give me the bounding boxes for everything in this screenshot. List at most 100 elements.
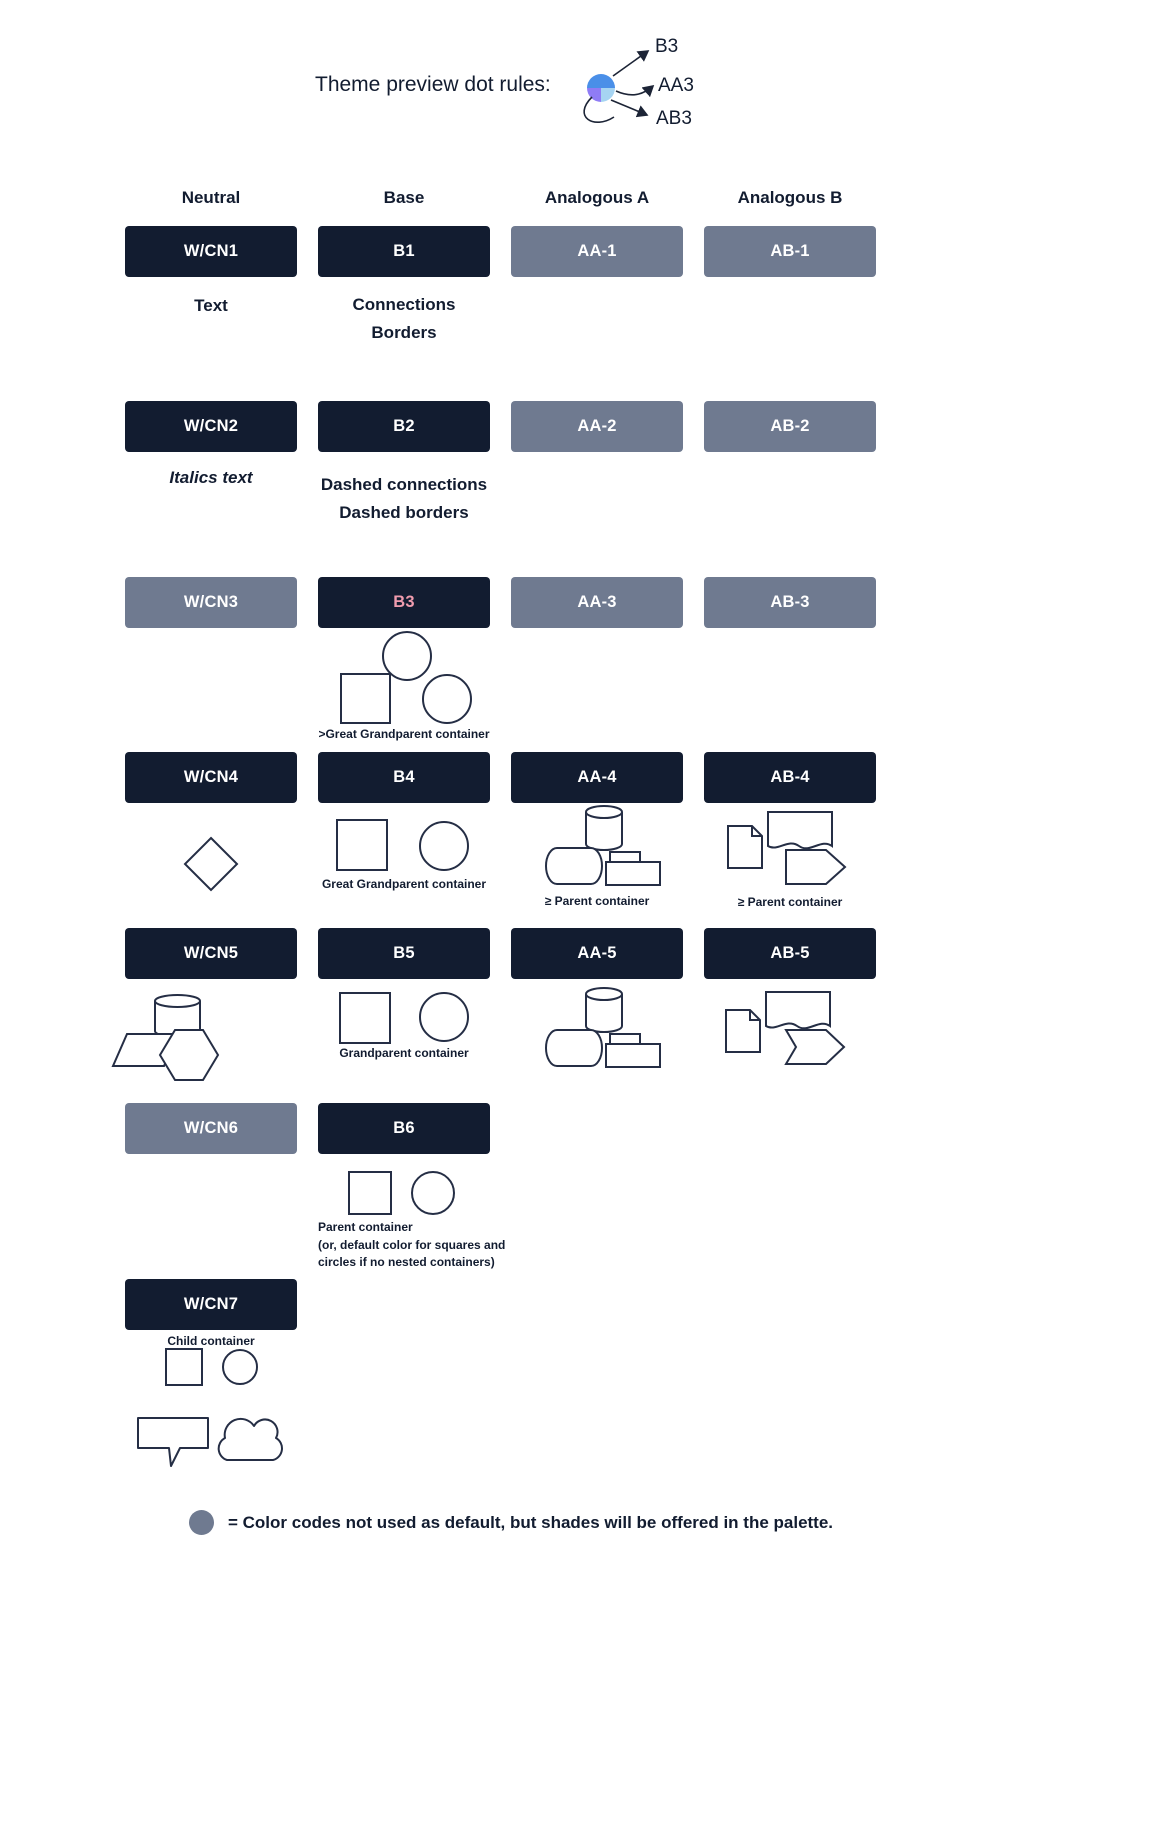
swatch-aa5: AA-5 — [511, 928, 683, 979]
chevron-arrow-shape — [784, 1029, 846, 1065]
caption-italics-text: Italics text — [169, 468, 253, 487]
caption-dashed-borders: Dashed borders — [339, 503, 469, 522]
swatch-label: B5 — [393, 944, 415, 962]
swatch-wcn1: W/CN1 — [125, 226, 297, 277]
swatch-wcn7: W/CN7 — [125, 1279, 297, 1330]
swatch-label: W/CN2 — [183, 417, 239, 435]
horizontal-cylinder-shape — [545, 1029, 603, 1067]
aa5-shapes — [545, 987, 661, 1068]
label-grandparent: Grandparent container — [339, 1046, 469, 1060]
swatch-label: AA-2 — [577, 417, 617, 435]
swatch-wcn4: W/CN4 — [125, 752, 297, 803]
dot-rule-arrows — [583, 50, 655, 123]
wavy-document-shape — [767, 811, 833, 850]
label-parent: Parent container — [318, 1220, 413, 1234]
square-shape — [340, 673, 391, 724]
swatch-label: B3 — [393, 593, 415, 611]
swatch-label: W/CN3 — [183, 593, 239, 611]
caption-connections: Connections — [352, 295, 456, 314]
child-shapes — [165, 1348, 258, 1386]
swatch-ab3: AB-3 — [704, 577, 876, 628]
ab5-shapes — [725, 991, 846, 1065]
square-shape — [336, 819, 388, 871]
parent-shapes — [348, 1171, 455, 1215]
swatch-ab2: AB-2 — [704, 401, 876, 452]
cylinder-top — [585, 805, 623, 819]
label-child-container: Child container — [167, 1334, 255, 1348]
cylinder-shape — [585, 994, 623, 1033]
column-header-neutral: Neutral — [181, 188, 241, 207]
circle-shape — [411, 1171, 455, 1215]
page-title: Theme preview dot rules: — [315, 73, 551, 96]
swatch-ab4: AB-4 — [704, 752, 876, 803]
square-shape — [348, 1171, 392, 1215]
swatch-b3: B3 — [318, 577, 490, 628]
speech-bubble-shape — [137, 1417, 209, 1467]
swatch-b6: B6 — [318, 1103, 490, 1154]
legend-text: = Color codes not used as default, but s… — [228, 1513, 834, 1532]
label-ge-parent-aa: ≥ Parent container — [544, 894, 650, 908]
label-great-grandparent: Great Grandparent container — [321, 877, 487, 891]
cylinder-top — [154, 994, 201, 1008]
swatch-label: B2 — [393, 417, 415, 435]
swatch-aa4: AA-4 — [511, 752, 683, 803]
caption-borders: Borders — [371, 323, 437, 342]
swatch-label: AB-2 — [770, 417, 810, 435]
swatch-label: AB-1 — [770, 242, 810, 260]
swatch-label: W/CN6 — [183, 1119, 239, 1137]
swatch-ab1: AB-1 — [704, 226, 876, 277]
wcn5-shapes — [111, 994, 220, 1081]
square-shape — [165, 1348, 203, 1386]
arrow-to-ab3 — [610, 99, 649, 118]
swatch-b2: B2 — [318, 401, 490, 452]
wavy-document-shape — [765, 991, 831, 1030]
circle-shape — [422, 674, 472, 724]
circle-shape — [382, 631, 432, 681]
label-parent-note-1: (or, default color for squares and — [318, 1238, 506, 1252]
swatch-aa1: AA-1 — [511, 226, 683, 277]
legend-dot-icon — [189, 1510, 214, 1535]
swatch-label: B6 — [393, 1119, 415, 1137]
rectangle-shape — [605, 861, 661, 886]
swatch-b4: B4 — [318, 752, 490, 803]
caption-text: Text — [194, 296, 228, 315]
column-header-analogous-a: Analogous A — [544, 188, 650, 207]
child-shapes-2 — [137, 1417, 283, 1467]
grandparent-shapes — [339, 992, 469, 1044]
swatch-label: W/CN4 — [183, 768, 239, 786]
ab4-shapes — [727, 811, 847, 885]
swatch-label: W/CN5 — [183, 944, 239, 962]
label-gt-great-grandparent: >Great Grandparent container — [318, 727, 490, 741]
dot-label-ab3: AB3 — [656, 108, 692, 129]
column-header-analogous-b: Analogous B — [737, 188, 843, 207]
swatch-aa2: AA-2 — [511, 401, 683, 452]
swatch-label: AA-5 — [577, 944, 617, 962]
swatch-label: W/CN1 — [183, 242, 239, 260]
swatch-label: B4 — [393, 768, 415, 786]
great-grandparent-default-shapes — [336, 819, 469, 871]
rectangle-shape — [605, 1043, 661, 1068]
swatch-label: AB-3 — [770, 593, 810, 611]
swatch-wcn6: W/CN6 — [125, 1103, 297, 1154]
caption-dashed-connections: Dashed connections — [320, 475, 488, 494]
swatch-label: AB-5 — [770, 944, 810, 962]
swatch-label: AA-3 — [577, 593, 617, 611]
swatch-label: W/CN7 — [183, 1295, 239, 1313]
document-fold — [751, 826, 762, 837]
swatch-wcn2: W/CN2 — [125, 401, 297, 452]
swatch-b5: B5 — [318, 928, 490, 979]
circle-shape — [222, 1349, 258, 1385]
arrow-to-aa3 — [615, 84, 655, 98]
document-shape — [727, 825, 763, 869]
swatch-wcn3: W/CN3 — [125, 577, 297, 628]
circle-shape — [419, 992, 469, 1042]
document-fold — [749, 1010, 760, 1021]
cloud-shape — [217, 1417, 283, 1461]
great-grandparent-shapes — [340, 631, 472, 724]
diamond-shape — [183, 836, 239, 892]
swatch-label: AA-1 — [577, 242, 617, 260]
cylinder-shape — [585, 812, 623, 851]
circle-shape — [419, 821, 469, 871]
column-header-base: Base — [383, 188, 425, 207]
